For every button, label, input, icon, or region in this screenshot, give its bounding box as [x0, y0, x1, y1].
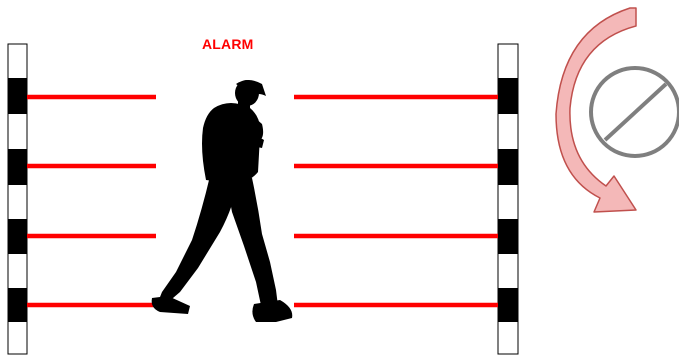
prohibited-sign-icon — [589, 66, 679, 158]
left-post — [7, 43, 28, 355]
beams-right — [294, 94, 498, 308]
alarm-label: ALARM — [202, 36, 254, 52]
walking-person-silhouette-icon — [151, 80, 293, 322]
curved-arrow-icon — [555, 7, 637, 213]
beams-left — [27, 94, 156, 308]
right-post — [497, 43, 519, 355]
